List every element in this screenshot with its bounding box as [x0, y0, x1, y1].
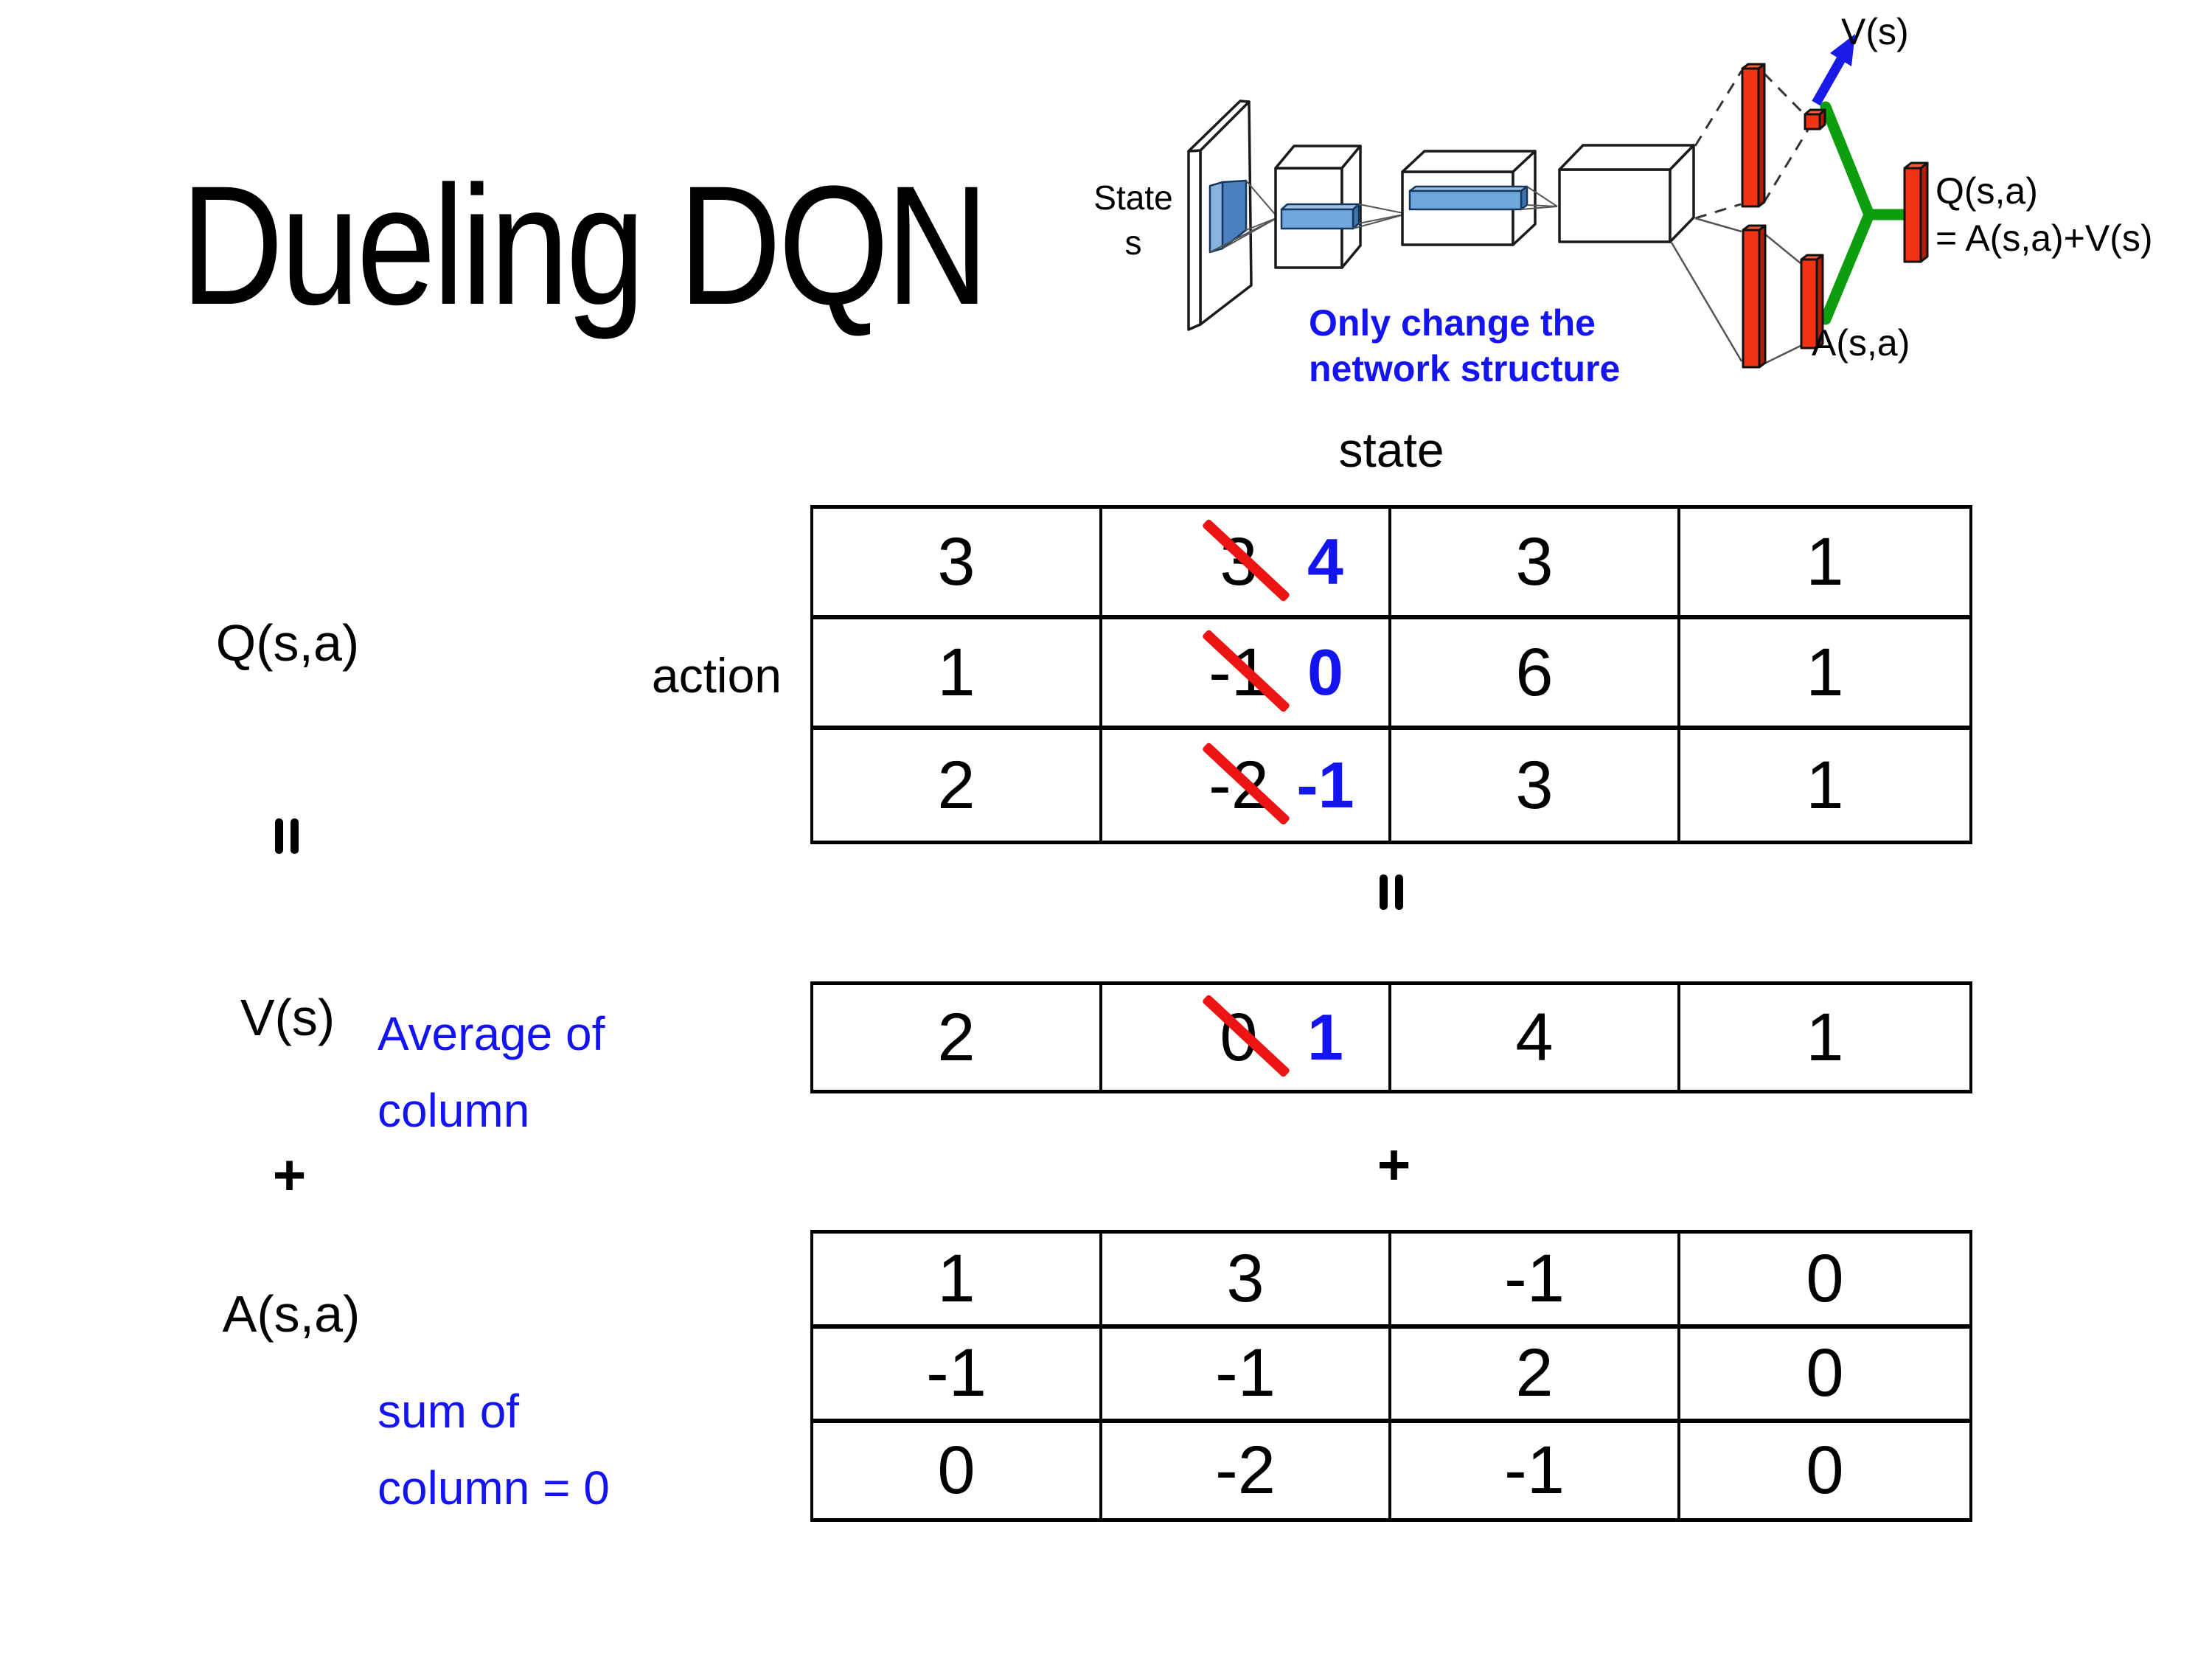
a-cell-r2c0: 0 [813, 1423, 1102, 1518]
q-cell-r0c3: 1 [1680, 509, 1969, 619]
equals-bar [275, 818, 283, 854]
new-value: -1 [1296, 748, 1354, 821]
q-cell-r1c0: 1 [813, 619, 1102, 730]
red-bar-top [1741, 63, 1766, 208]
a-cell-r1c1: -1 [1102, 1328, 1391, 1424]
plus-sign-left: + [272, 1142, 307, 1207]
a-cell-r0c1: 3 [1102, 1234, 1391, 1329]
conv-fan-lines-2 [1352, 204, 1408, 229]
a-cell-r0c3: 0 [1680, 1234, 1969, 1329]
feature-cuboid-2 [1408, 185, 1528, 211]
q-cell-r2c0: 2 [813, 730, 1102, 841]
action-label: action [651, 648, 782, 703]
q-cell-r0c2: 3 [1391, 509, 1680, 619]
q-table: 3 3 4 3 1 1 -1 0 6 1 2 -2 -1 3 1 [810, 505, 1972, 844]
diagram-a-output-label: A(s,a) [1812, 322, 1910, 364]
conv-box-3 [1558, 144, 1695, 243]
state-header: state [1338, 422, 1444, 477]
v-cell-c2: 4 [1391, 985, 1680, 1090]
v-cell-c0: 2 [813, 985, 1102, 1090]
note-line: Average of [378, 1007, 605, 1060]
q-cell-r0c0: 3 [813, 509, 1102, 619]
a-cell-r0c0: 1 [813, 1234, 1102, 1329]
diagram-note-line2: network structure [1309, 348, 1620, 389]
a-table: 1 3 -1 0 -1 -1 2 0 0 -2 -1 0 [810, 1230, 1972, 1522]
red-bar-q-output [1903, 161, 1929, 263]
diagram-state-label-line1: State [1093, 178, 1172, 217]
q-cell-r1c1-corrected: -1 0 [1102, 619, 1391, 730]
red-bar-bottom [1742, 224, 1767, 369]
dueling-network-diagram: State s Only change the network structur… [1093, 11, 2153, 389]
a-stream-lines [1670, 217, 1801, 365]
a-cell-r1c2: 2 [1391, 1328, 1680, 1424]
v-stream-dashed-lines [1694, 70, 1809, 220]
feature-cuboid-1 [1280, 203, 1360, 230]
sum-of-column-note: sum of column = 0 [378, 1373, 610, 1526]
plus-sign-center: + [1377, 1132, 1411, 1197]
conv-fan-lines-3 [1520, 186, 1558, 210]
q-cell-r2c1-corrected: -2 -1 [1102, 730, 1391, 841]
average-of-column-note: Average of column [378, 995, 605, 1149]
equals-bar [291, 818, 299, 854]
a-function-label: A(s,a) [222, 1285, 361, 1343]
equals-bar [1380, 874, 1388, 910]
conv-box-1 [1274, 145, 1362, 269]
red-bar-advantage [1800, 254, 1824, 349]
equals-bar [1395, 874, 1403, 910]
slide-title: Dueling DQN [181, 150, 989, 340]
a-cell-r2c1: -2 [1102, 1423, 1391, 1518]
q-cell-r0c1-corrected: 3 4 [1102, 509, 1391, 619]
q-cell-r1c3: 1 [1680, 619, 1969, 730]
a-cell-r0c2: -1 [1391, 1234, 1680, 1329]
diagram-note-line1: Only change the [1309, 302, 1596, 344]
small-red-cube-v [1804, 108, 1826, 131]
diagram-q-output-label-line1: Q(s,a) [1935, 170, 2038, 212]
q-cell-r2c3: 1 [1806, 747, 1844, 823]
conv-fan-lines-1 [1209, 180, 1279, 253]
v-cell-c3: 1 [1806, 999, 1844, 1075]
equals-sign-left [271, 818, 302, 854]
new-value: 1 [1307, 1001, 1343, 1074]
diagram-q-output-label-line2: = A(s,a)+V(s) [1935, 218, 2153, 259]
note-line: column = 0 [378, 1461, 610, 1514]
a-cell-r1c0: -1 [813, 1328, 1102, 1424]
diagram-state-label-line2: s [1125, 223, 1142, 262]
a-cell-r2c2: -1 [1391, 1423, 1680, 1518]
a-cell-r2c3: 0 [1806, 1433, 1844, 1509]
v-cell-c1-corrected: 0 1 [1102, 985, 1391, 1090]
green-merge-connector [1820, 101, 1911, 325]
note-line: sum of [378, 1385, 520, 1438]
new-value: 0 [1307, 636, 1343, 709]
diagram-v-output-label: V(s) [1841, 11, 1909, 52]
a-cell-r1c3: 0 [1680, 1329, 1969, 1424]
q-cell-r1c2: 6 [1391, 619, 1680, 730]
v-output-arrow [1812, 34, 1855, 106]
equals-sign-center [1376, 874, 1407, 910]
q-function-label: Q(s,a) [215, 614, 360, 672]
v-function-label: V(s) [240, 989, 335, 1046]
q-cell-r2c2: 3 [1391, 730, 1680, 841]
new-value: 4 [1307, 525, 1343, 598]
note-line: column [378, 1084, 530, 1137]
v-row-table: 2 0 1 4 1 [810, 981, 1972, 1093]
